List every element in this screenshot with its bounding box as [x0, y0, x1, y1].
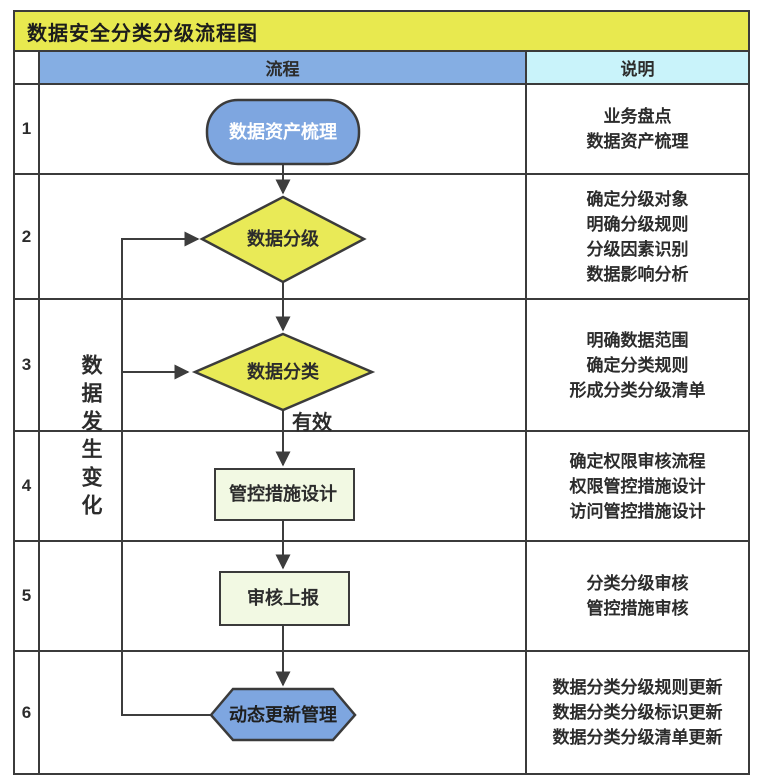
description-line: 确定权限审核流程 [569, 451, 706, 471]
process-cell-3 [40, 300, 527, 432]
description-line: 数据资产梳理 [586, 132, 689, 151]
diagram-title: 数据安全分类分级流程图 [15, 12, 748, 52]
description-cell-6: 数据分类分级规则更新 数据分类分级标识更新 数据分类分级清单更新 [527, 652, 748, 773]
description-line: 数据分类分级标识更新 [552, 703, 723, 722]
description-cell-4: 确定权限审核流程 权限管控措施设计 访问管控措施设计 [527, 432, 748, 542]
header-description: 说明 [527, 52, 748, 85]
description-line: 权限管控措施设计 [569, 476, 706, 496]
header-num-cell [15, 52, 40, 85]
description-cell-1: 业务盘点 数据资产梳理 [527, 85, 748, 175]
description-cell-3: 明确数据范围 确定分类规则 形成分类分级清单 [527, 300, 748, 432]
process-cell-1 [40, 85, 527, 175]
description-line: 业务盘点 [603, 107, 672, 126]
process-cell-5 [40, 542, 527, 652]
description-line: 确定分级对象 [586, 189, 689, 209]
description-line: 访问管控措施设计 [569, 501, 706, 521]
description-line: 数据分类分级清单更新 [552, 728, 723, 747]
description-cell-2: 确定分级对象 明确分级规则 分级因素识别 数据影响分析 [527, 175, 748, 300]
description-line: 数据分类分级规则更新 [552, 678, 723, 697]
process-cell-4 [40, 432, 527, 542]
description-line: 分级因素识别 [586, 239, 689, 259]
feedback-vertical-label: 数据发生变化 [79, 354, 102, 522]
row-number-1: 1 [15, 85, 40, 175]
row-number-6: 6 [15, 652, 40, 773]
process-cell-2 [40, 175, 527, 300]
description-line: 形成分类分级清单 [569, 380, 706, 400]
row-number-5: 5 [15, 542, 40, 652]
description-line: 分类分级审核 [586, 574, 689, 593]
description-line: 管控措施审核 [586, 599, 689, 618]
description-cell-5: 分类分级审核 管控措施审核 [527, 542, 748, 652]
description-line: 确定分类规则 [586, 355, 689, 375]
row-number-4: 4 [15, 432, 40, 542]
header-process: 流程 [40, 52, 527, 85]
row-number-2: 2 [15, 175, 40, 300]
row-number-3: 3 [15, 300, 40, 432]
flowchart-frame: 数据安全分类分级流程图 流程 说明 1 业务盘点 数据资产梳理 2 确定分级对象… [13, 10, 750, 775]
description-line: 数据影响分析 [586, 264, 689, 284]
description-line: 明确分级规则 [586, 214, 689, 234]
flowchart-table: 流程 说明 1 业务盘点 数据资产梳理 2 确定分级对象 明确分级规则 分级因素… [15, 52, 748, 773]
description-line: 明确数据范围 [586, 330, 689, 350]
process-cell-6 [40, 652, 527, 773]
